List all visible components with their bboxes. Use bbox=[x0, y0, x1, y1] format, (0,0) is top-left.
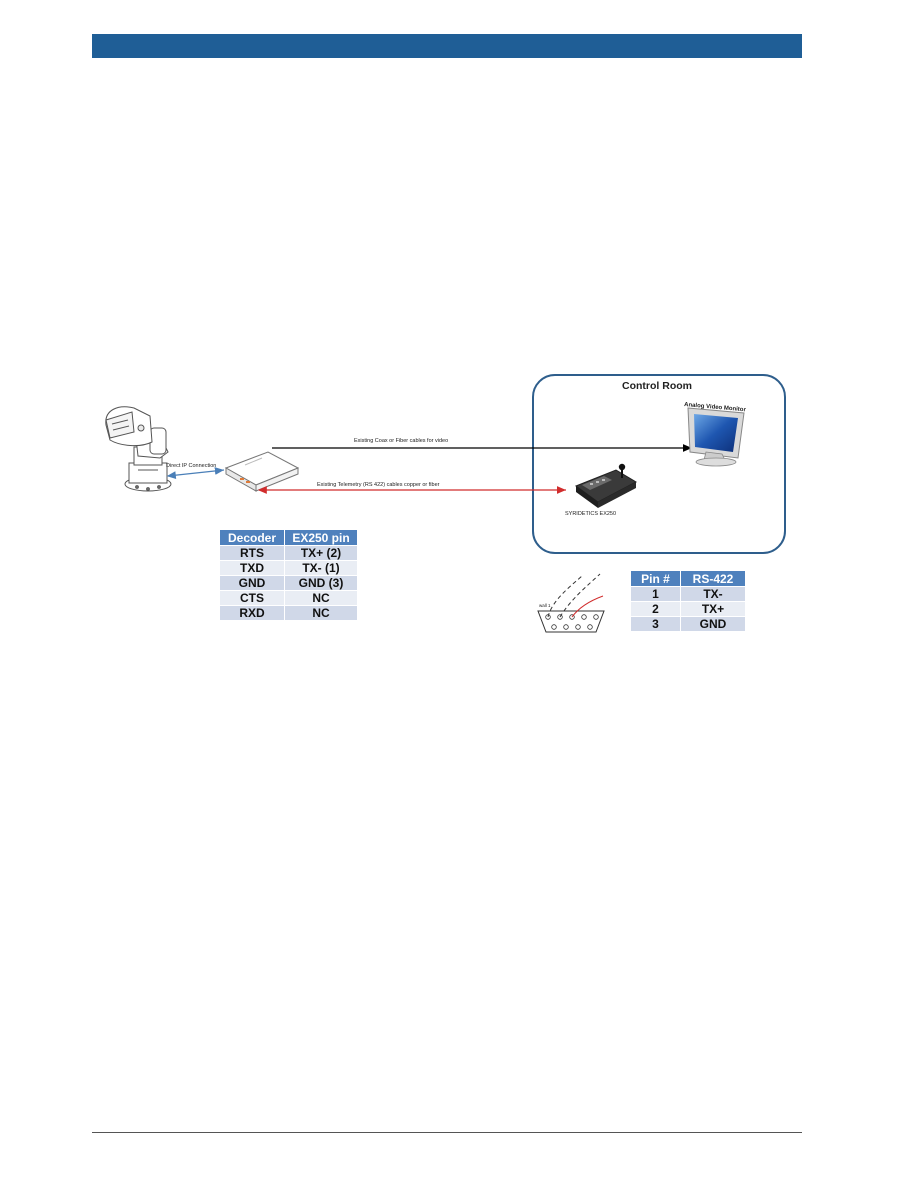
table-cell: RXD bbox=[220, 606, 284, 620]
encoder-box-icon bbox=[224, 451, 300, 492]
table-row: RTS TX+ (2) bbox=[220, 546, 357, 560]
rs422-pin-table: Pin # RS-422 1 TX- 2 TX+ 3 GND bbox=[630, 570, 746, 632]
table-row: TXD TX- (1) bbox=[220, 561, 357, 575]
table-cell: NC bbox=[285, 591, 357, 605]
analog-monitor-icon bbox=[687, 407, 745, 467]
table-row: 3 GND bbox=[631, 617, 745, 631]
telemetry-cable-label: Existing Telemetry (RS 422) cables coppe… bbox=[317, 482, 440, 488]
footer-rule bbox=[92, 1132, 802, 1133]
table-header-row: Decoder EX250 pin bbox=[220, 530, 357, 545]
monitor-label: Analog Video Monitor bbox=[684, 402, 747, 413]
connector-label: wall 1 bbox=[539, 603, 551, 608]
table-header-cell: EX250 pin bbox=[285, 530, 357, 545]
table-cell: RTS bbox=[220, 546, 284, 560]
db9-connector-icon bbox=[537, 573, 605, 633]
table-cell: 3 bbox=[631, 617, 680, 631]
direct-ip-line bbox=[166, 467, 225, 480]
keyboard-label: SYRIDETICS EX250 bbox=[565, 511, 616, 517]
table-row: CTS NC bbox=[220, 591, 357, 605]
table-header-cell: RS-422 bbox=[681, 571, 745, 586]
table-cell: NC bbox=[285, 606, 357, 620]
table-cell: GND bbox=[220, 576, 284, 590]
table-cell: CTS bbox=[220, 591, 284, 605]
table-cell: 1 bbox=[631, 587, 680, 601]
table-row: GND GND (3) bbox=[220, 576, 357, 590]
table-row: 1 TX- bbox=[631, 587, 745, 601]
control-room-box bbox=[532, 374, 786, 554]
direct-ip-label: Direct IP Connection bbox=[166, 463, 216, 469]
control-room-label: Control Room bbox=[622, 380, 692, 392]
table-header-row: Pin # RS-422 bbox=[631, 571, 745, 586]
header-bar bbox=[92, 34, 802, 58]
table-row: 2 TX+ bbox=[631, 602, 745, 616]
table-cell: TX+ bbox=[681, 602, 745, 616]
table-cell: GND bbox=[681, 617, 745, 631]
ptz-camera-icon bbox=[105, 406, 172, 492]
table-cell: TX- bbox=[681, 587, 745, 601]
keyboard-icon bbox=[574, 463, 638, 508]
table-header-cell: Pin # bbox=[631, 571, 680, 586]
table-row: RXD NC bbox=[220, 606, 357, 620]
table-cell: TXD bbox=[220, 561, 284, 575]
decoder-pin-table: Decoder EX250 pin RTS TX+ (2) TXD TX- (1… bbox=[219, 529, 358, 621]
table-cell: 2 bbox=[631, 602, 680, 616]
video-cable-label: Existing Coax or Fiber cables for video bbox=[354, 438, 448, 444]
table-cell: GND (3) bbox=[285, 576, 357, 590]
table-header-cell: Decoder bbox=[220, 530, 284, 545]
table-cell: TX- (1) bbox=[285, 561, 357, 575]
table-cell: TX+ (2) bbox=[285, 546, 357, 560]
